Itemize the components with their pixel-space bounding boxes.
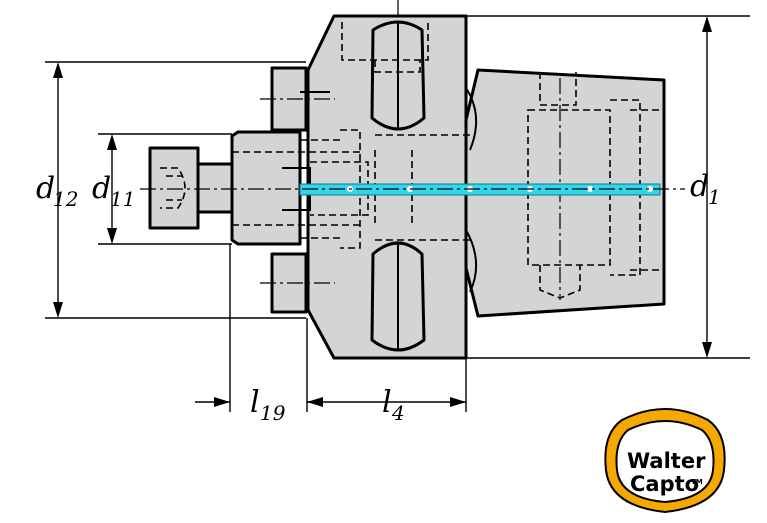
- svg-text:1: 1: [708, 185, 721, 209]
- svg-text:19: 19: [260, 401, 286, 425]
- clamp-bolt-top: [260, 66, 335, 132]
- label-l19: l 19: [250, 385, 286, 425]
- main-body: [306, 0, 478, 360]
- dimension-arrows: [53, 16, 712, 407]
- label-d1: d 1: [690, 169, 721, 209]
- svg-text:11: 11: [110, 187, 135, 211]
- svg-text:l: l: [250, 385, 260, 420]
- logo-trademark: TM: [691, 478, 703, 486]
- svg-text:12: 12: [53, 187, 78, 211]
- svg-text:l: l: [382, 385, 392, 420]
- screw-head: [148, 146, 234, 230]
- svg-text:d: d: [36, 171, 55, 206]
- label-l4: l 4: [382, 385, 405, 425]
- svg-text:d: d: [92, 171, 111, 206]
- label-d12: d 12: [36, 171, 78, 211]
- logo-line-1: Walter: [627, 449, 706, 473]
- walter-capto-logo: Walter Capto TM: [604, 408, 726, 514]
- label-d11: d 11: [92, 171, 135, 211]
- logo-line-2: Capto: [630, 472, 699, 496]
- svg-text:d: d: [690, 169, 709, 204]
- svg-text:4: 4: [391, 401, 405, 425]
- dimension-lines: [45, 15, 750, 412]
- clamp-bolt-bottom: [260, 252, 335, 314]
